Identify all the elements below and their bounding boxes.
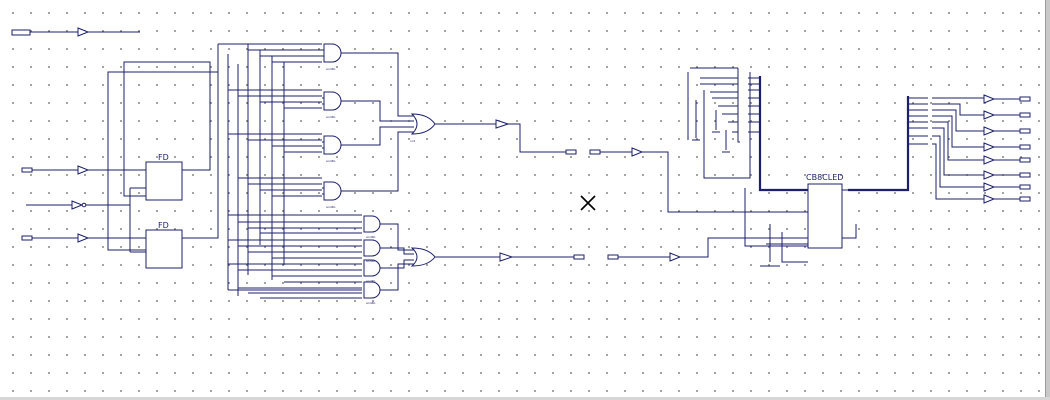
counter-label: CB8CLED <box>806 173 843 182</box>
output-marker-bank[interactable] <box>1019 96 1031 202</box>
window-bottom-edge <box>0 397 1050 400</box>
buffer-bottom[interactable] <box>499 252 514 262</box>
and-gate-8[interactable] <box>363 281 381 299</box>
input-buffer-b[interactable] <box>77 233 90 243</box>
ff-top-label: FD <box>158 153 169 162</box>
and-gate-5[interactable] <box>363 215 381 233</box>
svg-text:and4b: and4b <box>326 115 336 119</box>
output-buffer-bank[interactable] <box>983 94 996 204</box>
svg-text:and4b: and4b <box>366 279 376 283</box>
window-scrollbar[interactable] <box>1045 0 1050 400</box>
and-gate-3[interactable] <box>323 135 342 155</box>
flip-flop-top[interactable]: FD <box>145 153 183 201</box>
input-marker-a[interactable] <box>21 167 33 173</box>
clock-input-marker[interactable] <box>11 29 31 36</box>
and-gate-7[interactable] <box>363 259 381 277</box>
input-marker-c[interactable] <box>589 149 601 155</box>
inverter-clk[interactable] <box>71 200 84 210</box>
svg-text:or4: or4 <box>410 139 415 143</box>
and-gate-1[interactable] <box>323 43 342 63</box>
clock-buffer[interactable] <box>77 27 90 37</box>
input-marker-b[interactable] <box>21 235 33 241</box>
svg-text:and4b: and4b <box>366 235 376 239</box>
output-marker-bottom[interactable] <box>573 254 585 260</box>
input-marker-d[interactable] <box>607 254 619 260</box>
svg-text:and4b: and4b <box>326 205 336 209</box>
input-buffer-a[interactable] <box>77 165 90 175</box>
buffer-d[interactable] <box>669 252 682 262</box>
buffer-top[interactable] <box>495 119 510 129</box>
output-marker-top[interactable] <box>565 149 577 155</box>
svg-text:and4b: and4b <box>326 159 336 163</box>
svg-text:and4b: and4b <box>326 67 336 71</box>
or-gate-bottom[interactable] <box>410 247 436 267</box>
and-gate-2[interactable] <box>323 91 342 111</box>
counter-cb8cled[interactable]: CB8CLED <box>806 173 843 249</box>
buffer-c[interactable] <box>631 147 644 157</box>
and-gate-4[interactable] <box>323 181 342 201</box>
flip-flop-bottom[interactable]: FD <box>145 221 183 269</box>
svg-text:and4b: and4b <box>366 301 376 305</box>
and-gate-6[interactable] <box>363 239 381 257</box>
ff-bottom-label: FD <box>158 221 169 230</box>
or-gate-top[interactable] <box>410 113 436 135</box>
svg-text:and4b: and4b <box>366 259 376 263</box>
close-x-icon[interactable] <box>580 195 596 211</box>
